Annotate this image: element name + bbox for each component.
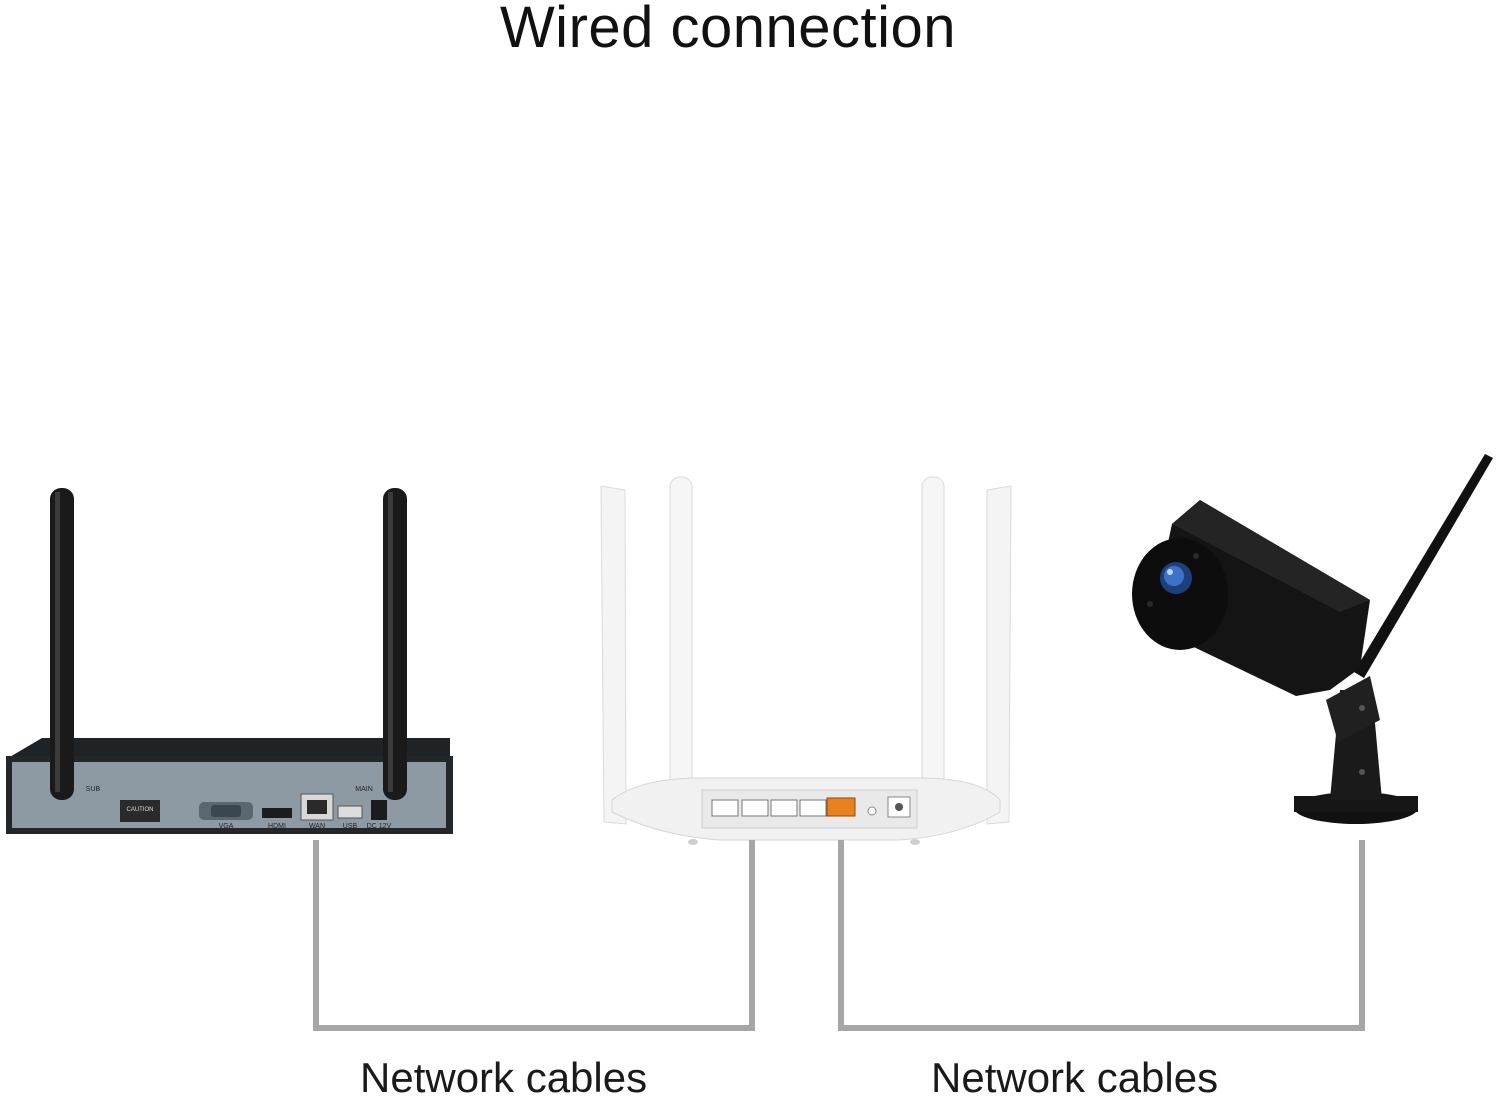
cable-label-right: Network cables	[931, 1054, 1219, 1101]
camera-antenna	[1354, 454, 1493, 678]
network-cable-left	[313, 840, 755, 1031]
router-antenna-outer-right	[986, 485, 1012, 825]
lan-port	[799, 799, 827, 817]
camera-front	[1132, 538, 1228, 650]
cable-label-left: Network cables	[360, 1054, 648, 1101]
nvr-antenna-main	[383, 488, 407, 800]
reset-button	[867, 806, 877, 816]
router-foot	[910, 839, 920, 845]
router-antenna-outer-left	[600, 485, 627, 825]
diagram-title: Wired connection	[499, 0, 957, 60]
security-camera	[1132, 454, 1493, 824]
usb-port	[337, 805, 363, 819]
main-antenna-label: MAIN	[355, 786, 373, 793]
nvr-recorder: SUB MAIN CAUTION VGA HDMI WAN USB DC 12V	[6, 488, 453, 834]
router-antenna-inner-left	[669, 476, 693, 813]
cable-line-right	[838, 840, 1365, 1031]
hdmi-port	[262, 808, 292, 818]
lan-port	[770, 799, 798, 817]
nvr-antenna-sub	[50, 488, 74, 800]
hdmi-label: HDMI	[268, 823, 286, 830]
camera-bracket	[1326, 676, 1380, 742]
caution-sticker	[120, 800, 160, 822]
router-antenna-inner-right	[921, 476, 945, 813]
dc-port	[371, 800, 387, 820]
nvr-top-panel	[8, 738, 450, 760]
wifi-router	[600, 476, 1012, 845]
caution-label: CAUTION	[127, 807, 154, 813]
usb-label: USB	[343, 823, 358, 830]
vga-label: VGA	[219, 823, 234, 830]
dc-label: DC 12V	[367, 823, 392, 830]
lan-port	[741, 799, 769, 817]
cable-line-left	[313, 840, 755, 1031]
lan-port	[711, 799, 739, 817]
network-cable-right	[838, 840, 1365, 1031]
router-wan-port	[826, 797, 856, 817]
wan-label: WAN	[309, 823, 325, 830]
router-foot	[688, 839, 698, 845]
sub-antenna-label: SUB	[86, 786, 101, 793]
